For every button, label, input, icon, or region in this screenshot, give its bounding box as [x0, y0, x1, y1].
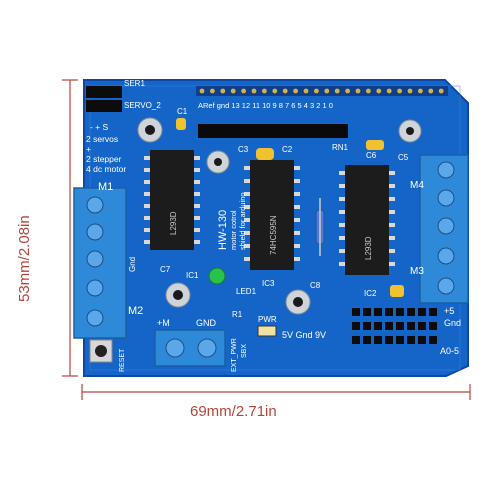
board-subtitle-1: motor cotrol	[229, 210, 238, 250]
width-dimension: 69mm/2.71in	[190, 403, 277, 420]
label-ext-pwr: EXT_PWR	[231, 338, 238, 372]
label-sbx: SBX	[241, 344, 248, 358]
svg-text:+: +	[86, 144, 91, 154]
dimension-lines	[62, 79, 471, 400]
label-gnd2: Gnd	[444, 318, 461, 328]
label-c7: C7	[160, 265, 171, 274]
chip-right	[339, 165, 395, 275]
rn1-header	[198, 124, 348, 138]
silkscreen: SER1 SERVO_2 ARef gnd 13 12 11 10 9 8 7 …	[86, 79, 461, 372]
pwr-jumper	[257, 325, 277, 337]
label-ser1: SER1	[124, 79, 145, 88]
height-dimension: 53mm/2.08in	[16, 215, 33, 302]
reset-button[interactable]	[89, 339, 113, 363]
label-m2: M2	[128, 305, 143, 317]
label-c3: C3	[238, 145, 249, 154]
label-led1: LED1	[236, 287, 257, 296]
label-m4: M4	[410, 180, 424, 191]
resistor	[315, 198, 325, 256]
servo2-header	[86, 100, 122, 112]
label-ic3: IC3	[262, 279, 275, 288]
label-c6: C6	[366, 151, 377, 160]
capacitors	[137, 117, 422, 315]
board-name: HW-130	[217, 210, 229, 250]
label-gnd: GND	[196, 318, 217, 328]
servo-info-1: - + S	[90, 122, 109, 132]
servo-info-2: 2 servos	[86, 134, 118, 144]
terminal-m1-m2	[73, 187, 127, 339]
label-servo2: SERVO_2	[124, 101, 161, 110]
label-r1: R1	[232, 310, 243, 319]
chip-right-text: L293D	[364, 236, 373, 260]
label-m3: M3	[410, 266, 424, 277]
label-plus5: +5	[444, 306, 454, 316]
label-a0-5: A0-5	[440, 346, 459, 356]
label-plus-m: +M	[157, 318, 170, 328]
terminal-ext-pwr	[154, 329, 226, 367]
label-ic1: IC1	[186, 271, 199, 280]
label-rn1: RN1	[332, 143, 349, 152]
label-c5: C5	[398, 153, 409, 162]
chip-left-text: L293D	[169, 211, 178, 235]
label-c8: C8	[310, 281, 321, 290]
board-subtitle-2: shield for arduino	[238, 192, 247, 250]
label-ic2: IC2	[364, 289, 377, 298]
label-v-row: 5V Gnd 9V	[282, 330, 326, 340]
ser1-header	[86, 86, 122, 98]
terminal-m3-m4	[419, 154, 469, 304]
led-indicator	[208, 267, 226, 285]
top-header	[196, 86, 448, 96]
chip-middle	[244, 160, 300, 270]
label-c1: C1	[177, 107, 188, 116]
label-pwr: PWR	[258, 315, 277, 324]
right-pin-headers	[352, 308, 437, 344]
chip-left	[144, 150, 200, 250]
label-reset: RESET	[119, 348, 126, 372]
header-pin-label: ARef gnd 13 12 11 10 9 8 7 6 5 4 3 2 1 0	[198, 101, 333, 110]
label-gnd-left: Gnd	[128, 257, 137, 272]
label-m1: M1	[98, 181, 113, 193]
chip-middle-text: 74HC595N	[269, 215, 278, 255]
label-c2: C2	[282, 145, 293, 154]
svg-text:4 dc motor: 4 dc motor	[86, 164, 126, 174]
svg-text:2 stepper: 2 stepper	[86, 154, 122, 164]
